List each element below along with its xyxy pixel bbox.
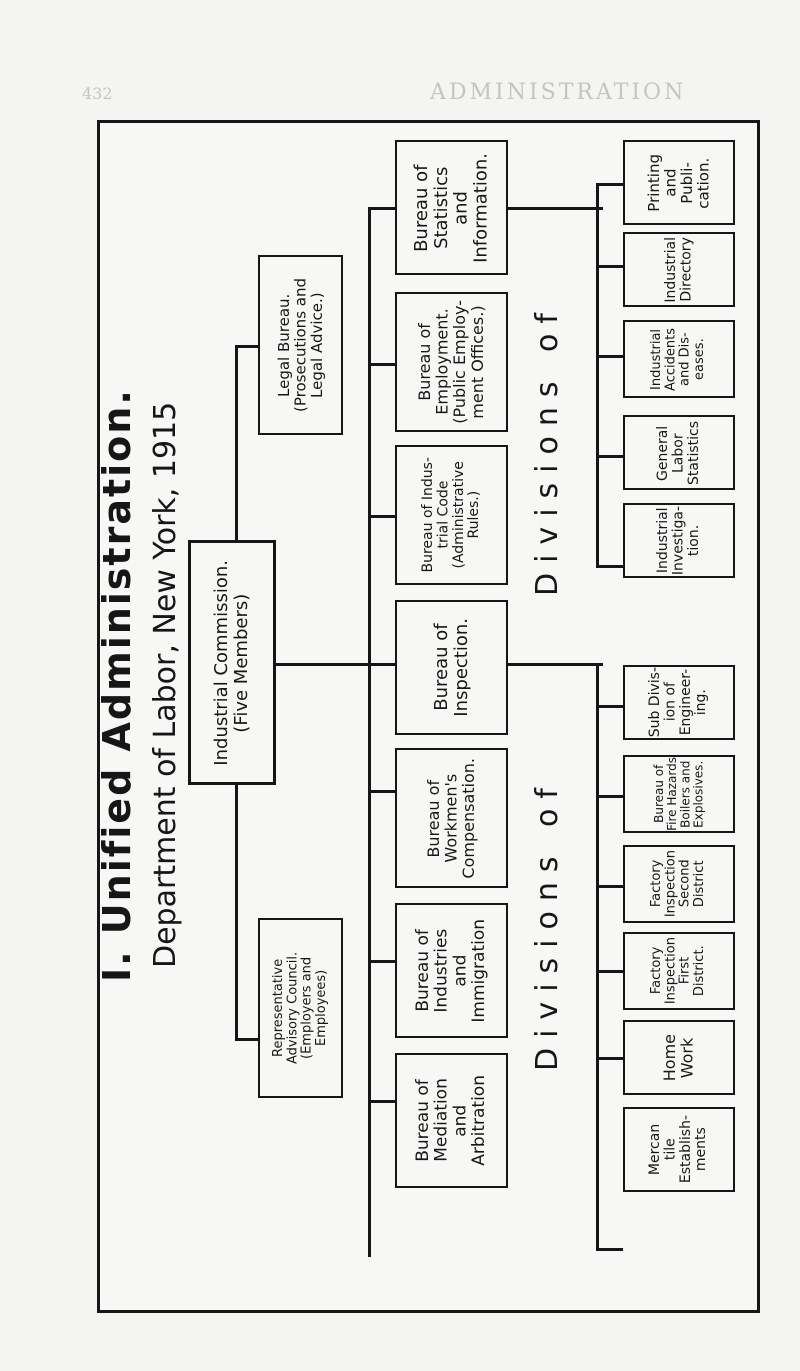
bureau-inspection-box: Bureau of Inspection.	[395, 600, 508, 735]
division-factory-second-box: Factory Inspection Second District	[623, 845, 735, 923]
bureau-mediation-box: Bureau of Mediation and Arbitration	[395, 1053, 508, 1188]
division-printing-label: Printing and Publi- cation.	[645, 153, 713, 212]
bureau-inspection-label: Bureau of Inspection.	[430, 618, 472, 717]
page-subtitle: Department of Labor, New York, 1915	[148, 401, 183, 969]
connector	[596, 1248, 623, 1251]
connector	[235, 345, 238, 540]
connector	[596, 455, 623, 458]
division-factory-first-box: Factory Inspection First District.	[623, 932, 735, 1010]
bureau-industries-box: Bureau of Industries and Immigration	[395, 903, 508, 1038]
division-accidents-label: Industrial Accidents and Dis- eases.	[649, 327, 708, 391]
division-engineering-label: Sub Divis- ion of Engineer- ing.	[647, 667, 710, 738]
connector	[368, 1100, 395, 1103]
bleed-through-page-number: 432	[82, 84, 113, 103]
division-mercantile-label: Mercan tile Establish- ments	[647, 1115, 710, 1184]
divisions-heading-inspection: Divisions of	[530, 778, 565, 1072]
divisions-heading-statistics: Divisions of	[530, 303, 565, 597]
connector	[596, 970, 623, 973]
connector	[235, 1038, 258, 1041]
connector	[368, 363, 395, 366]
division-mercantile-box: Mercan tile Establish- ments	[623, 1107, 735, 1192]
division-labor-statistics-box: General Labor Statistics	[623, 415, 735, 490]
connector	[368, 515, 395, 518]
division-factory-first-label: Factory Inspection First District.	[649, 937, 708, 1005]
connector	[368, 663, 395, 666]
bureau-industrial-code-box: Bureau of Indus- trial Code (Administrat…	[395, 445, 508, 585]
advisory-council-box: Representative Advisory Council. (Employ…	[258, 918, 343, 1098]
bureau-statistics-box: Bureau of Statistics and Information.	[395, 140, 508, 275]
connector	[596, 1057, 623, 1060]
connector	[596, 355, 623, 358]
division-investigation-label: Industrial Investiga- tion.	[654, 505, 702, 576]
bureau-industries-label: Bureau of Industries and Immigration	[413, 918, 490, 1023]
division-fire-hazards-box: Bureau of Fire Hazards Boilers and Explo…	[623, 755, 735, 833]
connector	[596, 565, 623, 568]
connector	[508, 207, 603, 210]
connector	[368, 960, 395, 963]
page-title: I. Unified Administration.	[95, 388, 139, 982]
connector	[596, 183, 599, 568]
connector	[508, 663, 603, 666]
connector	[596, 795, 623, 798]
connector	[275, 663, 370, 666]
division-directory-box: Industrial Directory	[623, 232, 735, 307]
connector	[368, 790, 395, 793]
division-accidents-box: Industrial Accidents and Dis- eases.	[623, 320, 735, 398]
connector	[368, 207, 371, 1257]
division-home-work-box: Home Work	[623, 1020, 735, 1095]
bureau-compensation-box: Bureau of Workmen's Compensation.	[395, 748, 508, 888]
legal-bureau-box: Legal Bureau. (Prosecutions and Legal Ad…	[258, 255, 343, 435]
division-home-work-label: Home Work	[660, 1033, 697, 1082]
industrial-commission-label: Industrial Commission. (Five Members)	[211, 559, 252, 766]
connector	[368, 207, 395, 210]
division-printing-box: Printing and Publi- cation.	[623, 140, 735, 225]
connector	[596, 183, 623, 186]
division-labor-statistics-label: General Labor Statistics	[654, 420, 702, 485]
bureau-mediation-label: Bureau of Mediation and Arbitration	[413, 1075, 490, 1166]
bureau-compensation-label: Bureau of Workmen's Compensation.	[424, 757, 479, 879]
connector	[596, 705, 623, 708]
bureau-statistics-label: Bureau of Statistics and Information.	[410, 152, 492, 263]
connector	[235, 785, 238, 1041]
advisory-council-label: Representative Advisory Council. (Employ…	[270, 951, 329, 1065]
connector	[596, 885, 623, 888]
division-engineering-box: Sub Divis- ion of Engineer- ing.	[623, 665, 735, 740]
division-fire-hazards-label: Bureau of Fire Hazards Boilers and Explo…	[651, 757, 706, 831]
division-directory-label: Industrial Directory	[662, 236, 694, 303]
connector	[235, 345, 258, 348]
industrial-commission-box: Industrial Commission. (Five Members)	[188, 540, 276, 785]
legal-bureau-label: Legal Bureau. (Prosecutions and Legal Ad…	[274, 278, 326, 412]
bureau-industrial-code-label: Bureau of Indus- trial Code (Administrat…	[419, 457, 482, 573]
division-investigation-box: Industrial Investiga- tion.	[623, 503, 735, 578]
division-factory-second-label: Factory Inspection Second District	[649, 850, 708, 918]
bureau-employment-box: Bureau of Employment. (Public Employ- me…	[395, 292, 508, 432]
bleed-through-heading: ADMINISTRATION	[430, 80, 687, 105]
bureau-employment-label: Bureau of Employment. (Public Employ- me…	[415, 300, 488, 424]
connector	[596, 663, 599, 1251]
connector	[596, 265, 623, 268]
